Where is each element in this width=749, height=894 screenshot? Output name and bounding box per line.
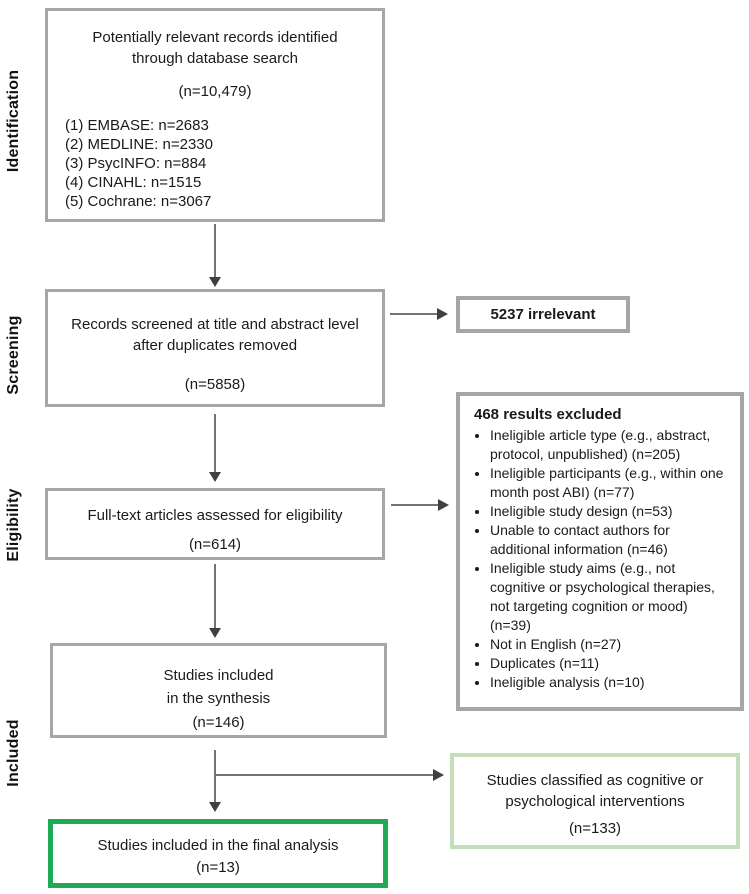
classified-count: (n=133)	[568, 820, 622, 837]
final-title: Studies included in the final analysis	[97, 837, 339, 854]
stage-label-eligibility: Eligibility	[5, 488, 22, 562]
excluded-reason: Not in English (n=27)	[490, 635, 730, 654]
arrow-synthesis-to-final-line	[214, 750, 216, 802]
excluded-reason-list: Ineligible article type (e.g., abstract,…	[474, 426, 730, 692]
stage-label-identification: Identification	[5, 69, 22, 173]
arrow-identification-to-screening-line	[214, 224, 216, 277]
excluded-reason: Ineligible article type (e.g., abstract,…	[490, 426, 730, 464]
excluded-box: 468 results excluded Ineligible article …	[456, 392, 744, 711]
excluded-reason: Duplicates (n=11)	[490, 654, 730, 673]
final-count: (n=13)	[196, 859, 240, 876]
synthesis-title-line2: in the synthesis	[166, 690, 271, 707]
source-item: (1) EMBASE: n=2683	[65, 117, 209, 134]
source-item: (5) Cochrane: n=3067	[65, 193, 212, 210]
arrow-eligibility-to-excluded-line	[391, 504, 438, 506]
screening-title-line2: after duplicates removed	[132, 337, 298, 354]
screening-count: (n=5858)	[184, 376, 246, 393]
irrelevant-box: 5237 irrelevant	[456, 296, 630, 333]
irrelevant-label: 5237 irrelevant	[490, 306, 596, 323]
identification-count: (n=10,479)	[178, 83, 252, 100]
arrow-screening-to-irrelevant-head-icon	[437, 308, 448, 320]
arrow-eligibility-to-excluded-head-icon	[438, 499, 449, 511]
arrow-eligibility-to-synthesis-head-icon	[209, 628, 221, 638]
arrow-synthesis-to-final-head-icon	[209, 802, 221, 812]
eligibility-count: (n=614)	[188, 536, 242, 553]
synthesis-title-line1: Studies included	[163, 667, 274, 684]
arrow-branch-to-classified-head-icon	[433, 769, 444, 781]
identification-title-line2: through database search	[132, 50, 298, 67]
database-source-list: (1) EMBASE: n=2683 (2) MEDLINE: n=2330 (…	[48, 116, 382, 211]
source-item: (2) MEDLINE: n=2330	[65, 136, 213, 153]
arrow-screening-to-eligibility-line	[214, 414, 216, 472]
excluded-reason: Ineligible study design (n=53)	[490, 502, 730, 521]
excluded-reason: Ineligible study aims (e.g., not cogniti…	[490, 559, 730, 635]
source-item: (3) PsycINFO: n=884	[65, 155, 207, 172]
arrow-screening-to-irrelevant-line	[390, 313, 437, 315]
final-analysis-box: Studies included in the final analysis (…	[48, 819, 388, 888]
classified-box: Studies classified as cognitive or psych…	[450, 753, 740, 849]
classified-title-line1: Studies classified as cognitive or	[486, 772, 704, 789]
excluded-reason: Ineligible participants (e.g., within on…	[490, 464, 730, 502]
arrow-identification-to-screening-head-icon	[209, 277, 221, 287]
excluded-reason: Ineligible analysis (n=10)	[490, 673, 730, 692]
excluded-title: 468 results excluded	[474, 406, 622, 423]
stage-label-included: Included	[5, 719, 22, 787]
synthesis-count: (n=146)	[192, 714, 245, 731]
identification-title-line1: Potentially relevant records identified	[92, 29, 338, 46]
identification-box: Potentially relevant records identified …	[45, 8, 385, 222]
eligibility-title: Full-text articles assessed for eligibil…	[87, 507, 343, 524]
arrow-branch-to-classified-line	[215, 774, 433, 776]
eligibility-box: Full-text articles assessed for eligibil…	[45, 488, 385, 560]
source-item: (4) CINAHL: n=1515	[65, 174, 202, 191]
screening-title-line1: Records screened at title and abstract l…	[71, 316, 359, 333]
synthesis-box: Studies included in the synthesis (n=146…	[50, 643, 387, 738]
screening-box: Records screened at title and abstract l…	[45, 289, 385, 407]
classified-title-line2: psychological interventions	[505, 793, 685, 810]
arrow-eligibility-to-synthesis-line	[214, 564, 216, 628]
excluded-reason: Unable to contact authors for additional…	[490, 521, 730, 559]
arrow-screening-to-eligibility-head-icon	[209, 472, 221, 482]
stage-label-screening: Screening	[5, 315, 22, 395]
